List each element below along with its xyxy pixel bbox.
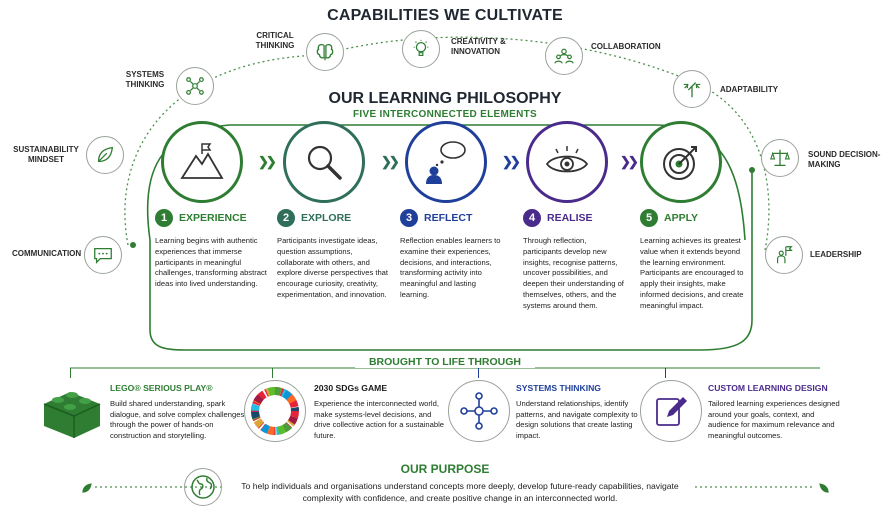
mountain-flag-icon <box>180 143 224 179</box>
magnifier-icon <box>307 145 342 180</box>
divider <box>70 368 71 378</box>
page-title: CAPABILITIES WE CULTIVATE <box>327 7 563 24</box>
leaf-icon <box>86 136 124 174</box>
network-icon <box>448 380 510 442</box>
purpose-title: OUR PURPOSE <box>400 462 490 476</box>
people-icon <box>545 37 583 75</box>
element-realise: 4 REALISE Through reflection, participant… <box>523 209 625 311</box>
divider <box>478 368 479 378</box>
leaf-icon <box>817 481 831 500</box>
element-number: 2 <box>277 209 295 227</box>
divider <box>272 368 273 378</box>
element-body: Participants investigate ideas, question… <box>277 236 389 299</box>
element-body: Learning begins with authentic experienc… <box>155 236 267 289</box>
philosophy-subtitle: FIVE INTERCONNECTED ELEMENTS <box>353 109 537 120</box>
element-apply: 5 APPLY Learning achieves its greatest va… <box>640 209 746 311</box>
eye-icon <box>545 146 589 173</box>
element-body: Through reflection, participants develop… <box>523 236 624 310</box>
cap-label-sustainability: SUSTAINABILITY MINDSET <box>13 145 79 164</box>
method-sdgs: 2030 SDGs GAME Experience the interconne… <box>314 383 446 442</box>
method-systems-thinking: SYSTEMS THINKING Understand relationship… <box>516 383 640 442</box>
cap-label-systems-thinking: SYSTEMS THINKING <box>125 70 165 89</box>
method-lego: LEGO® SERIOUS PLAY® Build shared underst… <box>110 383 245 442</box>
element-experience: 1 EXPERIENCE Learning begins with authent… <box>155 209 273 290</box>
element-number: 1 <box>155 209 173 227</box>
scales-icon <box>761 139 799 177</box>
method-title: LEGO® SERIOUS PLAY® <box>110 383 213 393</box>
element-explore-circle <box>283 121 365 203</box>
method-body: Understand relationships, identify patte… <box>516 399 638 440</box>
pencil-icon <box>640 380 702 442</box>
element-body: Reflection enables learners to examine t… <box>400 236 501 299</box>
cap-label-communication: COMMUNICATION <box>12 249 82 258</box>
network-icon <box>176 67 214 105</box>
cap-label-adaptability: ADAPTABILITY <box>720 85 779 94</box>
leaf-icon <box>80 481 94 500</box>
cap-label-leadership: LEADERSHIP <box>810 250 862 259</box>
element-number: 4 <box>523 209 541 227</box>
element-body: Learning achieves its greatest value whe… <box>640 236 744 310</box>
element-title: EXPERIENCE <box>179 212 247 224</box>
element-title: EXPLORE <box>301 212 352 224</box>
method-title: SYSTEMS THINKING <box>516 383 601 393</box>
cap-label-collaboration: COLLABORATION <box>591 42 661 51</box>
speech-bubble-icon <box>84 236 122 274</box>
method-body: Experience the interconnected world, mak… <box>314 399 445 440</box>
chevron-right-icon: ❯❯ <box>381 154 400 169</box>
chevron-right-icon: ❯❯ <box>502 154 521 169</box>
element-number: 5 <box>640 209 658 227</box>
chevron-right-icon: ❯❯ <box>258 154 277 169</box>
arrows-icon <box>673 70 711 108</box>
thinking-person-icon <box>426 141 466 184</box>
method-title: CUSTOM LEARNING DESIGN <box>708 383 828 393</box>
globe-icon <box>184 468 222 506</box>
method-body: Tailored learning experiences designed a… <box>708 399 840 440</box>
method-custom-learning: CUSTOM LEARNING DESIGN Tailored learning… <box>708 383 846 442</box>
brought-title: BROUGHT TO LIFE THROUGH <box>368 356 522 368</box>
lightbulb-icon <box>402 30 440 68</box>
lego-brick-icon <box>40 380 104 447</box>
method-body: Build shared understanding, spark dialog… <box>110 399 245 440</box>
flag-person-icon <box>765 236 803 274</box>
element-realise-circle <box>526 121 608 203</box>
element-reflect: 3 REFLECT Reflection enables learners to … <box>400 209 504 301</box>
element-reflect-circle <box>405 121 487 203</box>
chevron-right-icon: ❯❯ <box>620 154 639 169</box>
element-explore: 2 EXPLORE Participants investigate ideas,… <box>277 209 389 301</box>
brought-label-bg <box>355 352 535 368</box>
element-apply-circle <box>640 121 722 203</box>
cap-label-creativity: CREATIVITY & INNOVATION <box>451 37 506 56</box>
sdg-wheel-icon <box>244 380 306 442</box>
purpose-text: To help individuals and organisations un… <box>241 481 679 504</box>
divider <box>665 368 666 378</box>
element-title: APPLY <box>664 212 699 224</box>
cap-label-decision-making: SOUND DECISION-MAKING <box>808 150 881 169</box>
target-icon <box>663 146 697 180</box>
element-title: REALISE <box>547 212 593 224</box>
element-experience-circle <box>161 121 243 203</box>
method-title: 2030 SDGs GAME <box>314 383 388 393</box>
philosophy-title: OUR LEARNING PHILOSOPHY <box>328 90 562 107</box>
cap-label-critical-thinking: CRITICAL THINKING <box>255 31 295 50</box>
element-title: REFLECT <box>424 212 473 224</box>
element-number: 3 <box>400 209 418 227</box>
brain-icon <box>306 33 344 71</box>
